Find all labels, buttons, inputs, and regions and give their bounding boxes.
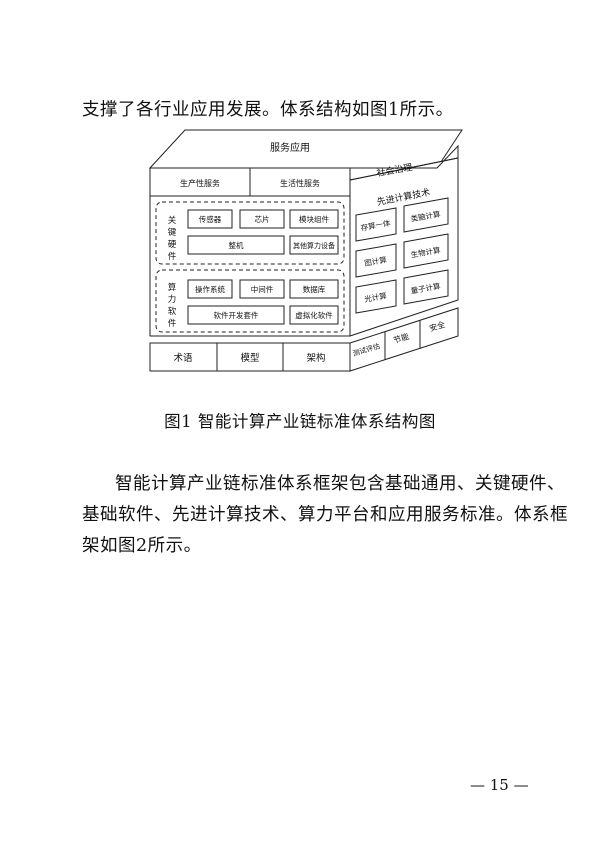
sw-box-5 xyxy=(289,305,339,325)
sw-label-4: 件 xyxy=(168,318,177,329)
adv-item-2: 类脑计算 xyxy=(410,208,442,223)
hw-item-4: 整机 xyxy=(229,240,244,250)
hardware-group xyxy=(155,201,345,265)
page-number: — 15 — xyxy=(470,776,529,794)
adv-box-1 xyxy=(355,207,397,242)
service-1: 生产性服务 xyxy=(180,178,220,188)
paragraph-line-2: 基础软件、先进计算技术、算力平台和应用服务标准。体系框 xyxy=(82,505,568,525)
adv-item-6: 量子计算 xyxy=(410,280,442,295)
adv-box-5 xyxy=(355,279,397,314)
hw-item-3: 模块组件 xyxy=(299,214,329,224)
hw-box-4 xyxy=(187,235,285,255)
advanced-title: 先进计算技术 xyxy=(376,186,431,208)
adv-item-3: 图计算 xyxy=(364,254,388,268)
sw-label-3: 软 xyxy=(168,306,177,317)
software-group xyxy=(155,269,345,333)
sw-label-1: 算 xyxy=(168,282,177,293)
adv-box-3 xyxy=(355,243,397,278)
adv-item-4: 生物计算 xyxy=(410,244,442,259)
hw-box-3 xyxy=(289,209,339,229)
paragraph-line-1: 智能计算产业链标准体系框架包含基础通用、关键硬件、 xyxy=(115,474,565,494)
hw-label-4: 件 xyxy=(168,251,177,262)
adv-box-2 xyxy=(403,197,449,233)
adv-box-6 xyxy=(403,269,449,305)
service-2: 生活性服务 xyxy=(280,178,320,188)
hw-item-2: 芯片 xyxy=(255,214,270,224)
figure-caption: 图1 智能计算产业链标准体系结构图 xyxy=(164,412,436,431)
sw-item-3: 数据库 xyxy=(303,284,326,294)
bottom-item-1: 术语 xyxy=(173,352,193,364)
hw-item-1: 传感器 xyxy=(199,214,222,224)
side-bottom-item-3: 安全 xyxy=(428,319,446,333)
hw-label-3: 硬 xyxy=(168,240,177,250)
hw-label-2: 键 xyxy=(168,227,177,238)
side-bottom-item-2: 节能 xyxy=(392,331,410,345)
sw-label-2: 力 xyxy=(168,294,177,305)
hw-label-1: 关 xyxy=(168,215,177,226)
adv-box-4 xyxy=(403,233,449,269)
hw-box-1 xyxy=(187,209,233,229)
intro-line: 支撑了各行业应用发展。体系结构如图1所示。 xyxy=(82,100,454,120)
top-title: 服务应用 xyxy=(270,141,310,154)
sw-item-5: 虚拟化软件 xyxy=(295,310,333,320)
bottom-item-3: 架构 xyxy=(306,352,325,364)
sw-item-4: 软件开发套件 xyxy=(214,310,259,320)
sw-item-2: 中间件 xyxy=(251,284,274,294)
sw-item-1: 操作系统 xyxy=(195,284,225,294)
adv-item-1: 存算一体 xyxy=(360,217,392,232)
side-bottom-item-1: 测试评估 xyxy=(352,341,381,358)
adv-item-5: 光计算 xyxy=(364,290,388,304)
bottom-item-2: 模型 xyxy=(240,352,260,364)
side-face xyxy=(349,157,459,337)
sw-box-2 xyxy=(239,279,285,299)
sw-box-4 xyxy=(187,305,285,325)
architecture-diagram: 服务应用 社会治理 生产性服务 生活性服务 关 键 硬 件 传感器 芯片 模块组… xyxy=(148,129,463,372)
paragraph-line-3: 架如图2所示。 xyxy=(82,536,202,556)
hw-box-5 xyxy=(289,235,339,255)
sw-box-1 xyxy=(187,279,233,299)
social-governance: 社会治理 xyxy=(376,161,414,179)
sw-box-3 xyxy=(289,279,339,299)
bottom-side-row xyxy=(349,307,459,372)
hw-item-5: 其他算力设备 xyxy=(293,241,335,250)
hw-box-2 xyxy=(239,209,285,229)
social-strip xyxy=(349,144,459,181)
